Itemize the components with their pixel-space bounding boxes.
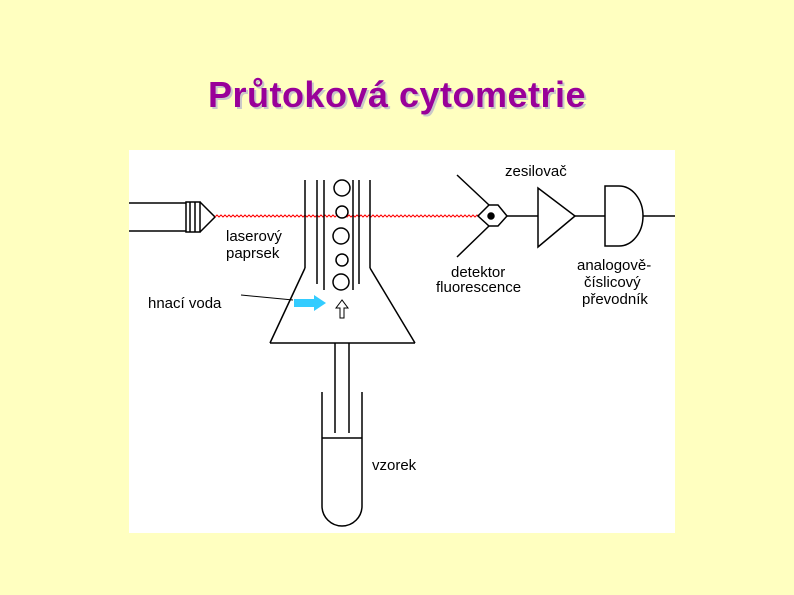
fluorescence-detector <box>456 174 508 258</box>
label-laser-line1: laserový <box>226 228 282 245</box>
label-adc-line1: analogově- <box>577 257 651 274</box>
laser-source <box>129 201 217 233</box>
sheath-flow-arrow <box>294 295 326 311</box>
cell <box>335 253 349 267</box>
label-adc-line2: číslicový <box>584 274 641 291</box>
cell <box>332 227 350 245</box>
diagram-canvas: zesilovač laserový paprsek hnací voda de… <box>129 163 675 527</box>
cell <box>333 179 351 197</box>
sample-tube <box>321 343 363 527</box>
sample-flow-arrow <box>335 299 349 319</box>
slide-title: Průtoková cytometrie <box>207 74 587 115</box>
adc-converter <box>604 185 644 247</box>
label-amplifier: zesilovač <box>505 163 567 180</box>
amplifier <box>537 186 577 249</box>
sheath-feed-line <box>240 294 294 301</box>
label-adc-line3: převodník <box>582 291 648 308</box>
label-sheath-fluid: hnací voda <box>148 295 222 312</box>
laser-beam <box>214 214 484 218</box>
label-detector-line1: detektor <box>451 264 505 281</box>
flow-cytometry-diagram: zesilovač laserový paprsek hnací voda de… <box>129 150 675 533</box>
label-detector-line2: fluorescence <box>436 279 521 296</box>
cell <box>332 273 350 291</box>
label-sample: vzorek <box>372 457 417 474</box>
label-laser-line2: paprsek <box>226 245 280 262</box>
cell <box>335 205 349 219</box>
flow-cell <box>269 180 416 344</box>
cells-in-stream <box>332 179 351 291</box>
